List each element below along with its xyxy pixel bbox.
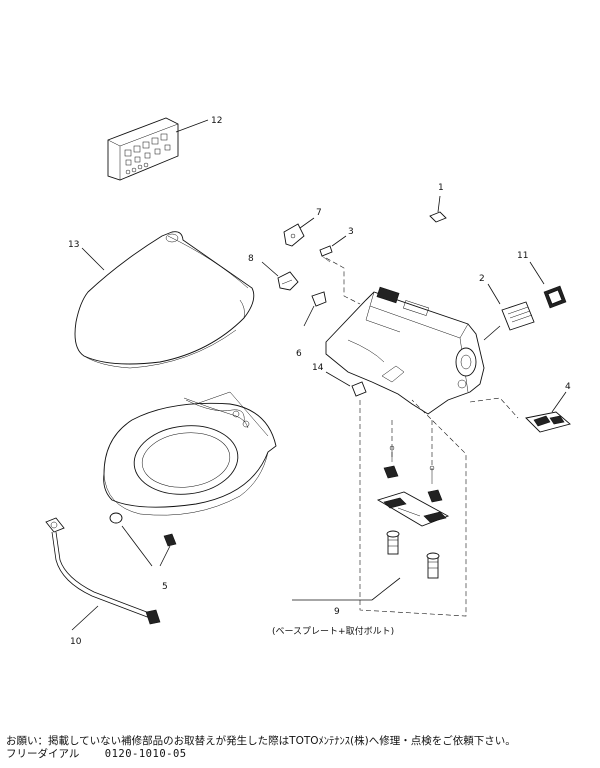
leader-10: [71, 605, 99, 631]
notice-text: お願い：掲載していない補修部品のお取替えが発生した際はTOTOﾒﾝﾃﾅﾝｽ(株)…: [6, 735, 516, 747]
leader-4: [551, 391, 567, 413]
callout-11: 11: [517, 251, 528, 261]
leader-5a: [121, 525, 153, 567]
leader-12: [175, 119, 209, 133]
callout-7: 7: [316, 208, 322, 218]
leader-13: [81, 247, 105, 271]
leader-14: [325, 371, 351, 387]
callout-12: 12: [211, 116, 222, 126]
leader-5b: [159, 545, 171, 567]
screw-part-3: [319, 245, 333, 263]
callout-13: 13: [68, 240, 79, 250]
mounting-plate-part-4: [525, 411, 571, 433]
supply-hose-part-10: [45, 517, 161, 625]
callout-8: 8: [248, 254, 254, 264]
callout-2: 2: [479, 274, 485, 284]
leader-11: [529, 261, 545, 285]
leader-1: [437, 195, 441, 213]
main-unit-body: [325, 286, 485, 415]
base-plate-caption: (ベースプレート+取付ボルト): [272, 626, 394, 637]
base-plate-assembly: [359, 399, 467, 617]
toilet-lid-part: [74, 231, 255, 369]
callout-6: 6: [296, 349, 302, 359]
callout-14: 14: [312, 363, 324, 373]
clip-part-6: [311, 291, 327, 307]
leader-7: [299, 217, 315, 229]
free-dial-line: フリーダイアル 0120-1010-05: [6, 748, 596, 761]
leader-6: [303, 305, 315, 327]
repair-notice: お願い：掲載していない補修部品のお取替えが発生した際はTOTOﾒﾝﾃﾅﾝｽ(株)…: [6, 735, 596, 761]
deodorizer-part-11: [543, 285, 567, 309]
nozzle-cap-part-1: [429, 211, 447, 223]
toilet-seat-part: [103, 391, 277, 516]
remote-control-part: [107, 117, 179, 181]
leader-9b: [371, 577, 401, 601]
callout-10: 10: [70, 637, 82, 647]
free-dial-label: フリーダイアル: [6, 748, 80, 760]
callout-4: 4: [565, 382, 571, 392]
free-dial-number: 0120-1010-05: [104, 748, 187, 760]
bracket-part-14: [351, 381, 367, 397]
callout-1: 1: [438, 183, 444, 193]
hinge-clip-part-8: [277, 271, 299, 291]
leader-2: [487, 283, 501, 305]
cushion-part-5: [109, 512, 177, 547]
callout-3: 3: [348, 227, 354, 237]
callout-5: 5: [162, 582, 168, 592]
bracket-part-7: [283, 223, 305, 247]
leader-unit-2: [483, 325, 501, 341]
leader-3: [331, 235, 347, 247]
filter-part-2: [501, 301, 535, 331]
callout-9: 9: [334, 607, 340, 617]
leader-8: [261, 261, 279, 277]
